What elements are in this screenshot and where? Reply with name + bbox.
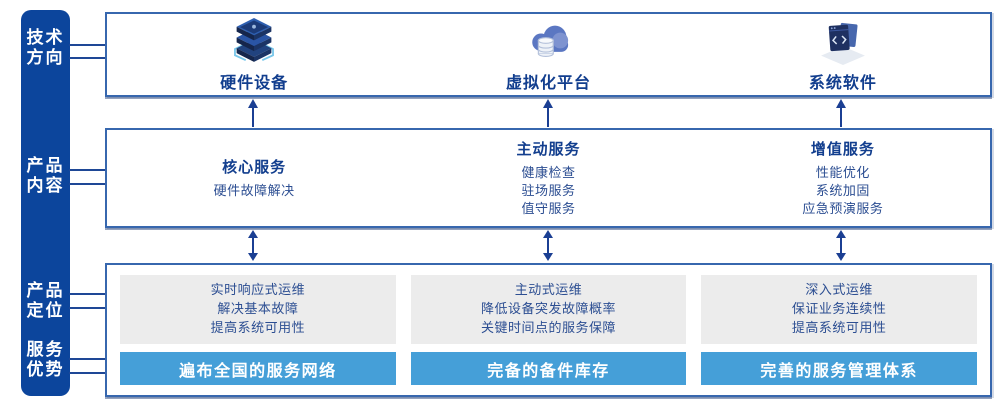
server-stack-icon <box>227 18 281 66</box>
tech-item-label: 虚拟化平台 <box>505 73 591 92</box>
positioning-point: 实时响应式运维 <box>210 283 306 298</box>
positioning-point: 主动式运维 <box>514 283 583 298</box>
connector-line <box>69 293 106 295</box>
service-item: 值守服务 <box>521 201 576 217</box>
tech-direction-box: 硬件设备 虚拟化平台 <box>105 12 992 97</box>
tech-item-system-software: 系统软件 <box>696 14 990 95</box>
connector-line <box>69 358 106 360</box>
positioning-point: 关键时间点的服务保障 <box>481 321 617 336</box>
up-arrow-icon <box>542 99 554 127</box>
service-item: 驻场服务 <box>521 183 576 199</box>
product-positioning-box: 实时响应式运维 解决基本故障 提高系统可用性 遍布全国的服务网络 主动式运维 降… <box>105 263 992 397</box>
service-column-value-added: 增值服务 性能优化 系统加固 应急预演服务 <box>696 130 990 226</box>
rail-label-service-advantage: 服务 优势 <box>26 340 65 380</box>
double-arrow-icon <box>542 230 554 261</box>
advantage-bar: 完备的备件库存 <box>410 352 687 385</box>
service-item: 系统加固 <box>815 183 870 199</box>
service-item: 性能优化 <box>815 165 870 181</box>
connector-line <box>69 372 106 374</box>
service-column-title: 核心服务 <box>222 157 287 176</box>
rail-label-product-positioning: 产品 定位 <box>26 281 65 321</box>
connector-line <box>69 57 106 59</box>
advantage-bar: 完善的服务管理体系 <box>701 352 978 385</box>
double-arrow-icon <box>835 230 847 261</box>
positioning-point: 提高系统可用性 <box>210 321 306 336</box>
positioning-column-deep: 深入式运维 保证业务连续性 提高系统可用性 完善的服务管理体系 <box>701 275 978 385</box>
service-column-core: 核心服务 硬件故障解决 <box>107 130 401 226</box>
positioning-point: 解决基本故障 <box>217 302 299 317</box>
tech-item-label: 硬件设备 <box>220 73 289 92</box>
service-item: 硬件故障解决 <box>213 183 295 199</box>
positioning-point: 深入式运维 <box>805 283 873 298</box>
product-content-box: 核心服务 硬件故障解决 主动服务 健康检查 驻场服务 值守服务 增值服务 性能优… <box>105 128 992 228</box>
positioning-column-proactive: 主动式运维 降低设备突发故障概率 关键时间点的服务保障 完备的备件库存 <box>410 275 687 385</box>
positioning-point: 保证业务连续性 <box>791 302 887 317</box>
cloud-database-icon <box>520 18 576 66</box>
rail-label-product-content: 产品 内容 <box>26 156 65 196</box>
positioning-panel: 深入式运维 保证业务连续性 提高系统可用性 <box>701 275 978 344</box>
connector-line <box>69 44 106 46</box>
positioning-point: 降低设备突发故障概率 <box>481 302 617 317</box>
positioning-panel: 主动式运维 降低设备突发故障概率 关键时间点的服务保障 <box>410 275 687 344</box>
tech-item-virtualization: 虚拟化平台 <box>401 14 695 95</box>
code-window-icon <box>816 18 870 66</box>
double-arrow-icon <box>247 230 259 261</box>
positioning-panel: 实时响应式运维 解决基本故障 提高系统可用性 <box>120 275 396 344</box>
advantage-bar: 遍布全国的服务网络 <box>120 352 396 385</box>
service-column-title: 增值服务 <box>810 139 875 158</box>
connector-line <box>69 183 106 185</box>
positioning-column-realtime: 实时响应式运维 解决基本故障 提高系统可用性 遍布全国的服务网络 <box>120 275 396 385</box>
service-column-proactive: 主动服务 健康检查 驻场服务 值守服务 <box>401 130 695 226</box>
up-arrow-icon <box>835 99 847 127</box>
rail-label-tech-direction: 技术 方向 <box>26 28 65 68</box>
service-item: 健康检查 <box>521 165 576 181</box>
connector-line <box>69 169 106 171</box>
service-column-title: 主动服务 <box>516 139 581 158</box>
category-rail <box>21 10 70 396</box>
up-arrow-icon <box>247 99 259 127</box>
connector-line <box>69 307 106 309</box>
tech-item-label: 系统软件 <box>808 73 877 92</box>
positioning-point: 提高系统可用性 <box>791 321 887 336</box>
tech-item-hardware: 硬件设备 <box>107 14 401 95</box>
service-item: 应急预演服务 <box>802 201 884 217</box>
